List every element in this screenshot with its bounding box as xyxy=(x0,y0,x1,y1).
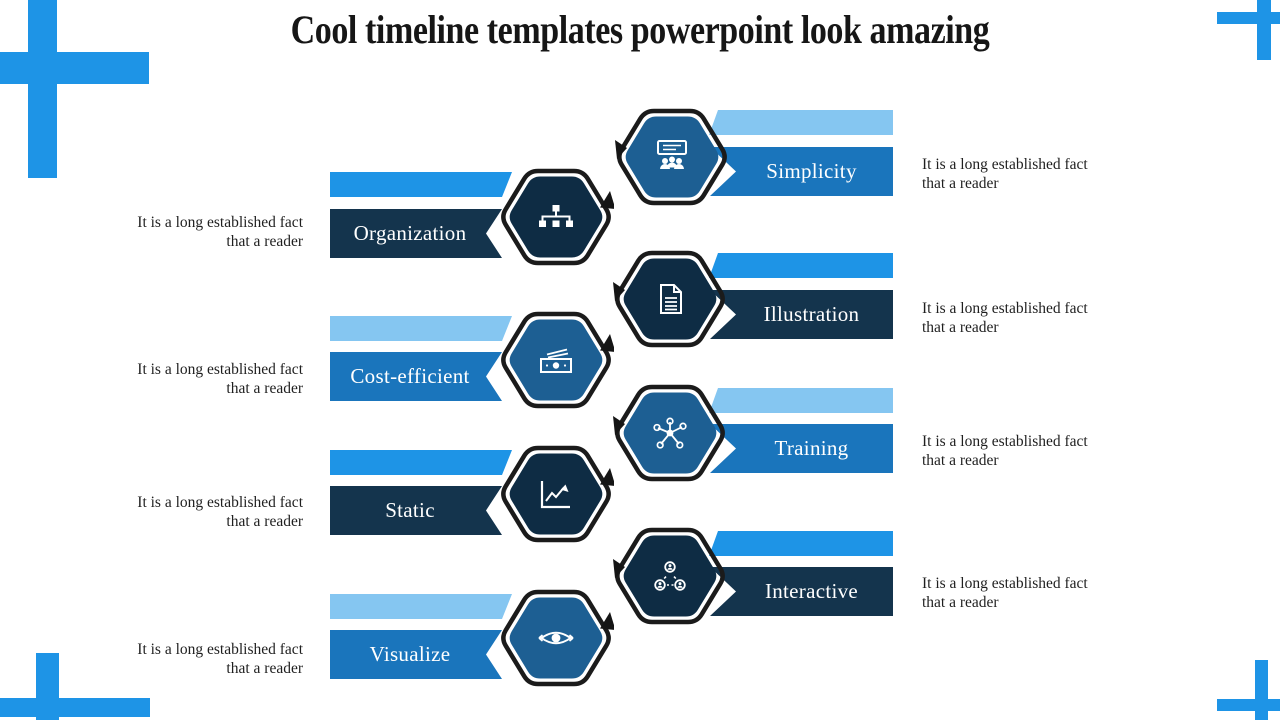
label-banner: Simplicity xyxy=(710,147,893,196)
hexagon-badge xyxy=(498,307,614,413)
item-description: It is a long established fact that a rea… xyxy=(137,641,303,677)
hexagon-badge xyxy=(615,104,730,210)
item-description: It is a long established fact that a rea… xyxy=(922,575,1088,611)
item-label: Illustration xyxy=(763,302,860,326)
corner-cross-top-right xyxy=(1217,12,1280,24)
label-banner: Static xyxy=(330,486,502,535)
item-label: Interactive xyxy=(764,579,859,603)
corner-cross-bottom-right xyxy=(1217,699,1280,711)
item-label: Simplicity xyxy=(766,159,857,183)
accent-bar xyxy=(709,531,893,556)
hexagon-badge xyxy=(613,380,728,486)
corner-cross-bottom-left xyxy=(0,698,150,717)
item-description: It is a long established fact that a rea… xyxy=(137,361,303,397)
item-description: It is a long established fact that a rea… xyxy=(922,433,1088,469)
accent-bar xyxy=(330,316,512,341)
accent-bar xyxy=(330,172,512,197)
accent-bar xyxy=(330,594,512,619)
item-description: It is a long established fact that a rea… xyxy=(922,156,1088,192)
accent-bar xyxy=(330,450,512,475)
accent-bar xyxy=(709,388,893,413)
item-description: It is a long established fact that a rea… xyxy=(137,214,303,250)
corner-cross-top-left xyxy=(0,52,149,84)
hexagon-badge xyxy=(498,441,614,547)
label-banner: Organization xyxy=(330,209,502,258)
item-label: Organization xyxy=(353,221,467,245)
corner-cross-bottom-right xyxy=(1255,660,1268,720)
item-description: It is a long established fact that a rea… xyxy=(922,300,1088,336)
item-label: Cost-efficient xyxy=(350,364,470,388)
item-label: Static xyxy=(385,498,435,522)
item-label: Training xyxy=(774,436,849,460)
hexagon-badge xyxy=(498,164,614,270)
hexagon-badge xyxy=(613,246,728,352)
item-description: It is a long established fact that a rea… xyxy=(137,494,303,530)
label-banner: Illustration xyxy=(710,290,893,339)
label-banner: Training xyxy=(710,424,893,473)
corner-cross-top-right xyxy=(1257,0,1271,60)
corner-cross-top-left xyxy=(28,0,57,178)
slide-title: Cool timeline templates powerpoint look … xyxy=(290,7,990,52)
item-label: Visualize xyxy=(369,642,451,666)
accent-bar xyxy=(709,110,893,135)
hexagon-badge xyxy=(498,585,614,691)
label-banner: Interactive xyxy=(710,567,893,616)
hexagon-badge xyxy=(613,523,728,629)
label-banner: Visualize xyxy=(330,630,502,679)
label-banner: Cost-efficient xyxy=(330,352,502,401)
accent-bar xyxy=(709,253,893,278)
